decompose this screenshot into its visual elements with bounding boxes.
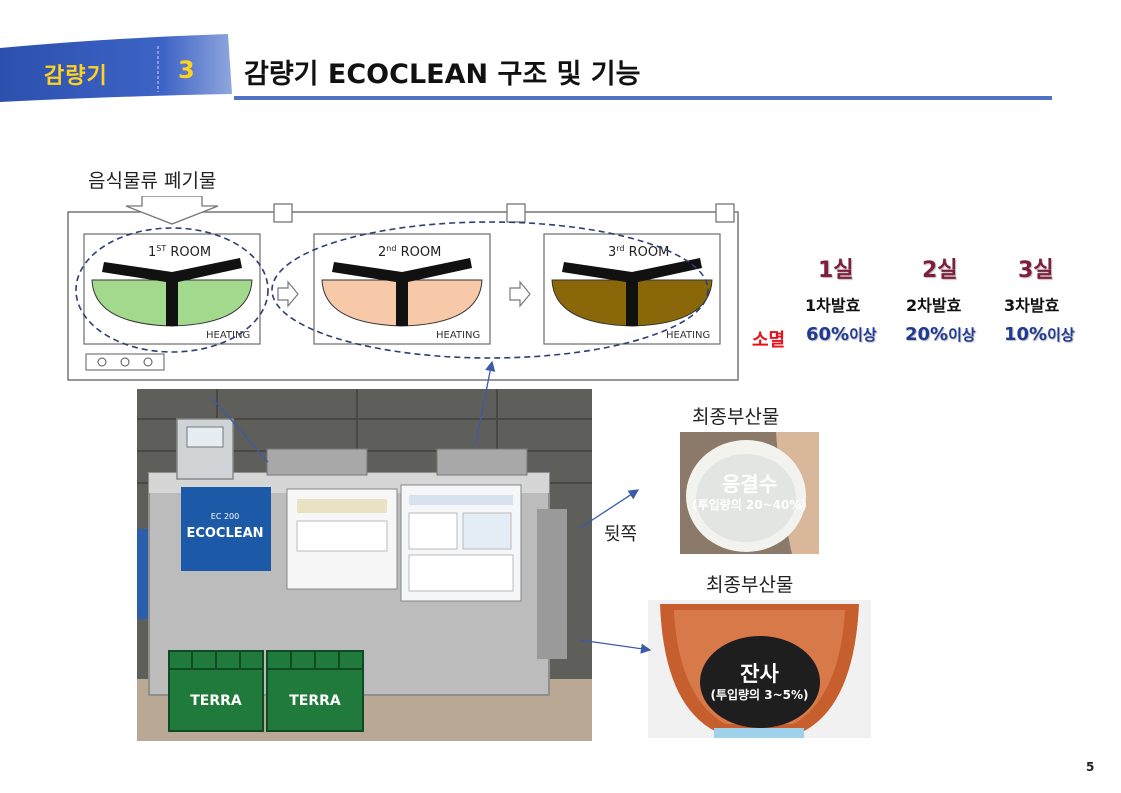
room-3-heating: HEATING — [666, 330, 710, 341]
brand-text: ECOCLEAN — [186, 526, 263, 541]
room-2-reduction: 20%이상 — [905, 324, 976, 345]
room-3-stage: 3차발효 — [1004, 296, 1060, 315]
room-2-title: 2nd ROOM — [378, 244, 441, 260]
room-3: 3rd ROOM HEATING — [543, 233, 721, 345]
residue-photo: 잔사 (투입량의 3~5%) — [648, 600, 871, 738]
condensate-subtitle: (투입량의 20~40%) — [692, 498, 807, 512]
room-3-name: 3실 — [1018, 258, 1054, 283]
crate-right: TERRA — [266, 650, 364, 732]
flow-arrow-icon — [277, 280, 299, 308]
page-title: 감량기 ECOCLEAN 구조 및 기능 — [244, 59, 641, 90]
room-1-highlight — [75, 227, 269, 353]
machine-photo: EC 200 ECOCLEAN TERRA TERRA — [137, 389, 592, 741]
room-1-heating: HEATING — [206, 330, 250, 341]
destroy-label: 소멸 — [752, 330, 786, 351]
input-waste-label: 음식물류 폐기물 — [88, 170, 217, 192]
control-button-icon — [143, 357, 153, 367]
room-2-3-highlight — [271, 221, 709, 359]
section-label: 감량기 — [44, 64, 108, 89]
condensate-caption: 최종부산물 — [692, 406, 780, 428]
input-chute-icon — [125, 196, 219, 225]
room-2-heating: HEATING — [436, 330, 480, 341]
sensor-box-1 — [273, 203, 293, 223]
sensor-box-3 — [715, 203, 735, 223]
model-text: EC 200 — [211, 512, 239, 521]
residue-subtitle: (투입량의 3~5%) — [710, 688, 809, 702]
room-1-name: 1실 — [818, 258, 854, 283]
room-1-stage: 1차발효 — [805, 296, 861, 315]
residue-caption: 최종부산물 — [706, 574, 794, 596]
crate-text: TERRA — [190, 693, 242, 709]
room-3-reduction: 10%이상 — [1004, 324, 1075, 345]
brand-sign — [181, 487, 271, 571]
room-2-name: 2실 — [922, 258, 958, 283]
flow-arrow-icon — [509, 280, 531, 308]
room-1-title: 1ST ROOM — [148, 244, 211, 260]
condensate-title: 응결수 — [721, 472, 778, 496]
section-number: 3 — [178, 56, 195, 84]
structure-diagram: 1ST ROOM HEATING 2nd ROOM HEATING 3rd RO… — [67, 196, 739, 381]
residue-title: 잔사 — [740, 662, 779, 686]
room-2-stage: 2차발효 — [906, 296, 962, 315]
page-number: 5 — [1086, 760, 1095, 774]
control-button-icon — [120, 357, 130, 367]
room-2: 2nd ROOM HEATING — [313, 233, 491, 345]
condensate-photo: 응결수 (투입량의 20~40%) — [680, 432, 819, 554]
section-banner — [0, 34, 232, 102]
crate-left: TERRA — [168, 650, 264, 732]
room-1-reduction: 60%이상 — [806, 324, 877, 345]
room-3-title: 3rd ROOM — [608, 244, 669, 260]
crate-text: TERRA — [289, 693, 341, 709]
back-side-label: 뒷쪽 — [604, 524, 638, 545]
control-button-icon — [97, 357, 107, 367]
sensor-box-2 — [506, 203, 526, 223]
room-1: 1ST ROOM HEATING — [83, 233, 261, 345]
title-underline — [234, 96, 1052, 100]
